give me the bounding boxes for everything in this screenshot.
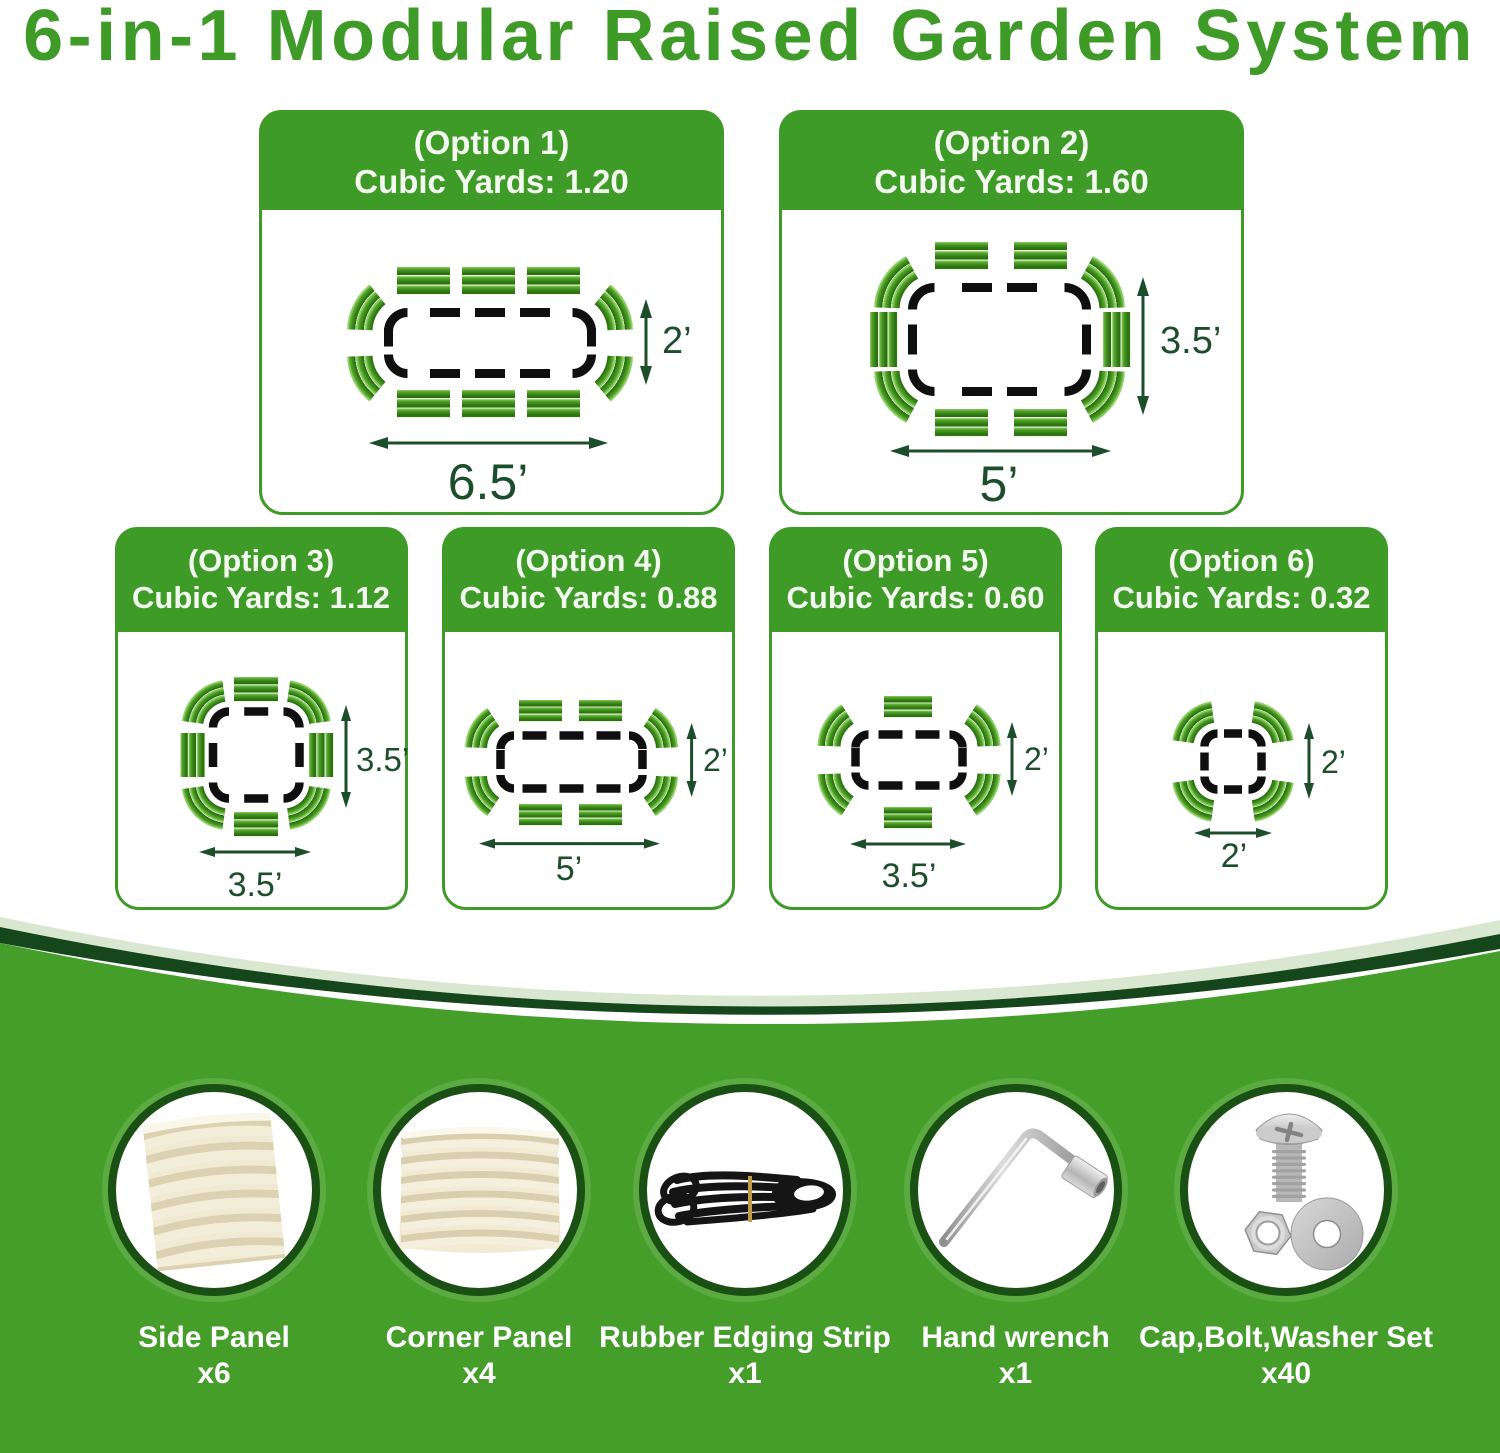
- svg-text:2’: 2’: [662, 320, 692, 362]
- svg-text:5’: 5’: [556, 850, 582, 888]
- svg-text:6.5’: 6.5’: [448, 454, 529, 510]
- svg-text:2’: 2’: [1221, 837, 1247, 875]
- svg-text:3.5’: 3.5’: [356, 741, 409, 778]
- svg-text:2’: 2’: [703, 742, 728, 778]
- svg-text:5’: 5’: [980, 456, 1019, 512]
- svg-text:3.5’: 3.5’: [227, 866, 282, 904]
- svg-text:2’: 2’: [1024, 741, 1049, 777]
- svg-text:2’: 2’: [1321, 744, 1346, 780]
- svg-text:3.5’: 3.5’: [882, 857, 937, 895]
- svg-text:3.5’: 3.5’: [1160, 320, 1221, 362]
